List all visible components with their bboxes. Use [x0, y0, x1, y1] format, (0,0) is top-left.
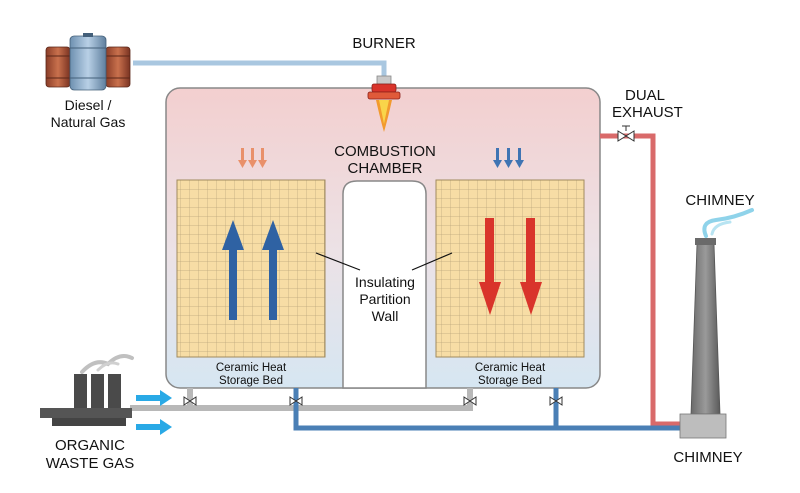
partition-label-line2: Partition	[359, 291, 410, 307]
partition-label-line1: Insulating	[355, 274, 415, 290]
partition-gap	[342, 180, 427, 389]
exhaust-pipe	[600, 133, 682, 427]
ceramic-bed-right	[435, 179, 585, 358]
fuel-label-line2: Natural Gas	[51, 114, 126, 130]
exhaust-valve-icon	[617, 125, 635, 142]
outlet-pipe	[293, 388, 559, 431]
leader-line-left	[315, 252, 361, 271]
bed-left-label-line2: Storage Bed	[219, 375, 283, 387]
waste-gas-label-line1: ORGANIC	[55, 437, 125, 454]
inlet-pipe	[130, 388, 473, 411]
combustion-label-line2: CHAMBER	[347, 160, 422, 177]
up-flow-arrows	[222, 220, 284, 320]
chimney-icon	[679, 208, 754, 439]
combustion-label-line1: COMBUSTION	[334, 143, 436, 160]
small-arrows-right	[493, 148, 524, 168]
down-flow-arrows	[479, 218, 542, 315]
valve-icon	[549, 396, 563, 406]
waste-gas-arrows	[136, 390, 172, 435]
fuel-line	[133, 60, 387, 84]
small-arrows-left	[238, 148, 267, 168]
bed-right-label-line2: Storage Bed	[478, 375, 542, 387]
factory-icon	[40, 354, 134, 426]
valve-icon	[289, 396, 303, 406]
valve-icon	[463, 396, 477, 406]
burner-label: BURNER	[352, 35, 416, 52]
bed-left-label-line1: Ceramic Heat	[216, 362, 287, 374]
fuel-label-line1: Diesel /	[65, 97, 112, 113]
chimney-top-label: CHIMNEY	[685, 192, 754, 209]
bed-right-label-line1: Ceramic Heat	[475, 362, 546, 374]
partition-label-line3: Wall	[372, 308, 399, 324]
leader-line-right	[411, 252, 453, 271]
fuel-barrels-icon	[45, 33, 131, 91]
dual-exhaust-label-line1: DUAL	[625, 87, 665, 104]
dual-exhaust-label-line2: EXHAUST	[612, 104, 683, 121]
chimney-bottom-label: CHIMNEY	[673, 449, 742, 466]
waste-gas-label-line2: WASTE GAS	[46, 455, 135, 472]
ceramic-bed-left	[176, 179, 326, 358]
burner-icon	[367, 75, 401, 132]
valve-icon	[183, 396, 197, 406]
